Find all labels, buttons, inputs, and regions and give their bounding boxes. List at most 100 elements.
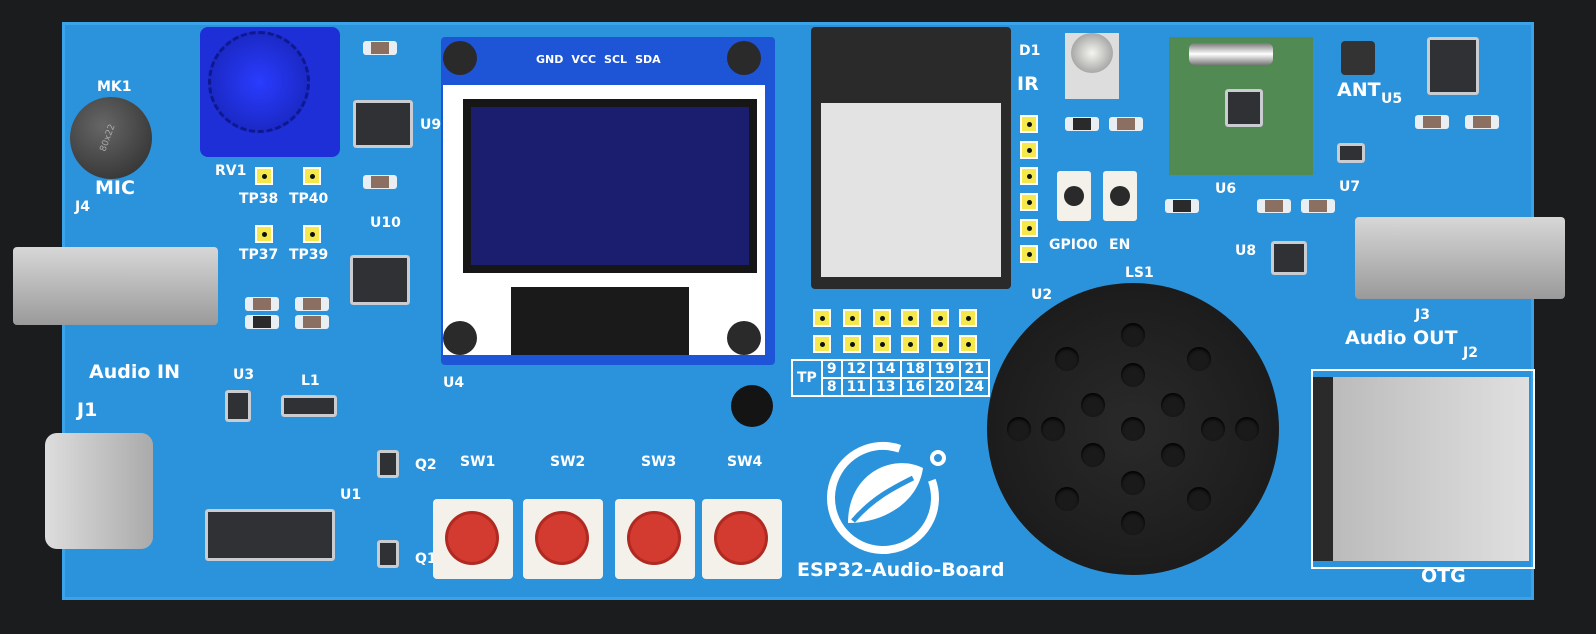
chip-u1 bbox=[205, 509, 335, 561]
tp-cell: 9 bbox=[820, 359, 843, 379]
ant-label: ANT bbox=[1337, 79, 1381, 101]
sw1-label: SW1 bbox=[460, 454, 496, 470]
tp-cell: 14 bbox=[870, 359, 902, 379]
button-sw1[interactable] bbox=[433, 499, 513, 579]
smd-component bbox=[363, 175, 397, 189]
tp-cell: 24 bbox=[958, 377, 991, 397]
pcb-board: 80x22 MK1 MIC RV1 TP38 TP40 TP37 TP39 U9… bbox=[13, 22, 1565, 600]
oled-pin-gnd: GND bbox=[536, 53, 564, 66]
mounting-hole bbox=[727, 41, 761, 75]
testpoint-tp40 bbox=[303, 167, 321, 185]
tp-cell: 8 bbox=[820, 377, 843, 397]
smd-component bbox=[1165, 199, 1199, 213]
sw2-label: SW2 bbox=[550, 454, 586, 470]
testpoint bbox=[1020, 167, 1038, 185]
tp-cell: 18 bbox=[899, 359, 932, 379]
board-part bbox=[448, 514, 496, 562]
speaker-grille-hole bbox=[1081, 443, 1105, 467]
j3-label: J3 bbox=[1415, 307, 1430, 323]
testpoint-tp37 bbox=[255, 225, 273, 243]
mk1-label: MK1 bbox=[97, 79, 132, 95]
board-part bbox=[821, 103, 1001, 277]
speaker-grille-hole bbox=[1007, 417, 1031, 441]
smd-component bbox=[245, 297, 279, 311]
usb-a-connector-j2[interactable] bbox=[1313, 377, 1529, 561]
otg-label: OTG bbox=[1421, 565, 1466, 587]
j4-label: J4 bbox=[75, 199, 90, 215]
board-part bbox=[717, 514, 765, 562]
testpoint bbox=[959, 309, 977, 327]
l1-label: L1 bbox=[301, 373, 320, 389]
tp37-label: TP37 bbox=[239, 247, 279, 263]
testpoint bbox=[1020, 141, 1038, 159]
button-gpio0[interactable] bbox=[1057, 171, 1091, 221]
smd-component bbox=[295, 315, 329, 329]
chip-u5 bbox=[1427, 37, 1479, 95]
board-part bbox=[630, 514, 678, 562]
speaker-grille-hole bbox=[1081, 393, 1105, 417]
usb-c-connector-j1[interactable] bbox=[45, 433, 153, 549]
tp40-label: TP40 bbox=[289, 191, 329, 207]
tp-cell: 16 bbox=[899, 377, 932, 397]
mounting-hole bbox=[443, 41, 477, 75]
ir-label: IR bbox=[1017, 73, 1039, 95]
testpoint-tp38 bbox=[255, 167, 273, 185]
u3-label: U3 bbox=[233, 367, 255, 383]
smd-component bbox=[1109, 117, 1143, 131]
oled-pin-scl: SCL bbox=[604, 53, 628, 66]
audio-in-jack-j4[interactable] bbox=[13, 247, 218, 325]
tp-cell: 20 bbox=[928, 377, 961, 397]
sw3-label: SW3 bbox=[641, 454, 677, 470]
d1-label: D1 bbox=[1019, 43, 1041, 59]
radio-module-u6 bbox=[1169, 37, 1313, 175]
esp32-module-u2 bbox=[811, 27, 1011, 289]
speaker-grille-hole bbox=[1121, 323, 1145, 347]
speaker-grille-hole bbox=[1055, 347, 1079, 371]
rv1-label: RV1 bbox=[215, 163, 247, 179]
button-sw2[interactable] bbox=[523, 499, 603, 579]
chip-u7 bbox=[1337, 143, 1365, 163]
u5-label: U5 bbox=[1381, 91, 1403, 107]
u4-label: U4 bbox=[443, 375, 465, 391]
speaker-grille-hole bbox=[1161, 443, 1185, 467]
j1-label: J1 bbox=[77, 399, 98, 421]
testpoint-tp39 bbox=[303, 225, 321, 243]
board-part bbox=[930, 450, 946, 466]
u2-label: U2 bbox=[1031, 287, 1053, 303]
audio-in-label: Audio IN bbox=[89, 361, 180, 383]
mounting-hole bbox=[727, 321, 761, 355]
button-en[interactable] bbox=[1103, 171, 1137, 221]
tp-cell: 21 bbox=[958, 359, 991, 379]
button-sw3[interactable] bbox=[615, 499, 695, 579]
oled-pin-header: GND VCC SCL SDA bbox=[536, 53, 661, 66]
smd-component bbox=[1257, 199, 1291, 213]
speaker-grille-hole bbox=[1121, 471, 1145, 495]
oled-pin-sda: SDA bbox=[635, 53, 661, 66]
microphone-mk1: 80x22 bbox=[70, 97, 152, 179]
leaf-logo-icon bbox=[827, 442, 946, 554]
board-name-label: ESP32-Audio-Board bbox=[797, 559, 1005, 581]
chip-u9 bbox=[353, 100, 413, 148]
testpoint bbox=[1020, 219, 1038, 237]
transistor-q1 bbox=[377, 540, 399, 568]
testpoint bbox=[1020, 115, 1038, 133]
board-part bbox=[463, 99, 757, 273]
q1-label: Q1 bbox=[415, 551, 437, 567]
audio-out-jack-j3[interactable] bbox=[1355, 217, 1565, 299]
smd-component bbox=[1415, 115, 1449, 129]
testpoint bbox=[843, 309, 861, 327]
smd-component bbox=[1065, 117, 1099, 131]
speaker-grille-hole bbox=[1235, 417, 1259, 441]
chip-u8 bbox=[1271, 241, 1307, 275]
button-sw4[interactable] bbox=[702, 499, 782, 579]
u1-label: U1 bbox=[340, 487, 362, 503]
speaker-grille-hole bbox=[1121, 417, 1145, 441]
speaker-grille-hole bbox=[1121, 511, 1145, 535]
mic-body-label: 80x22 bbox=[98, 123, 118, 153]
speaker-grille-hole bbox=[1187, 487, 1211, 511]
potentiometer-rv1[interactable] bbox=[200, 27, 340, 157]
